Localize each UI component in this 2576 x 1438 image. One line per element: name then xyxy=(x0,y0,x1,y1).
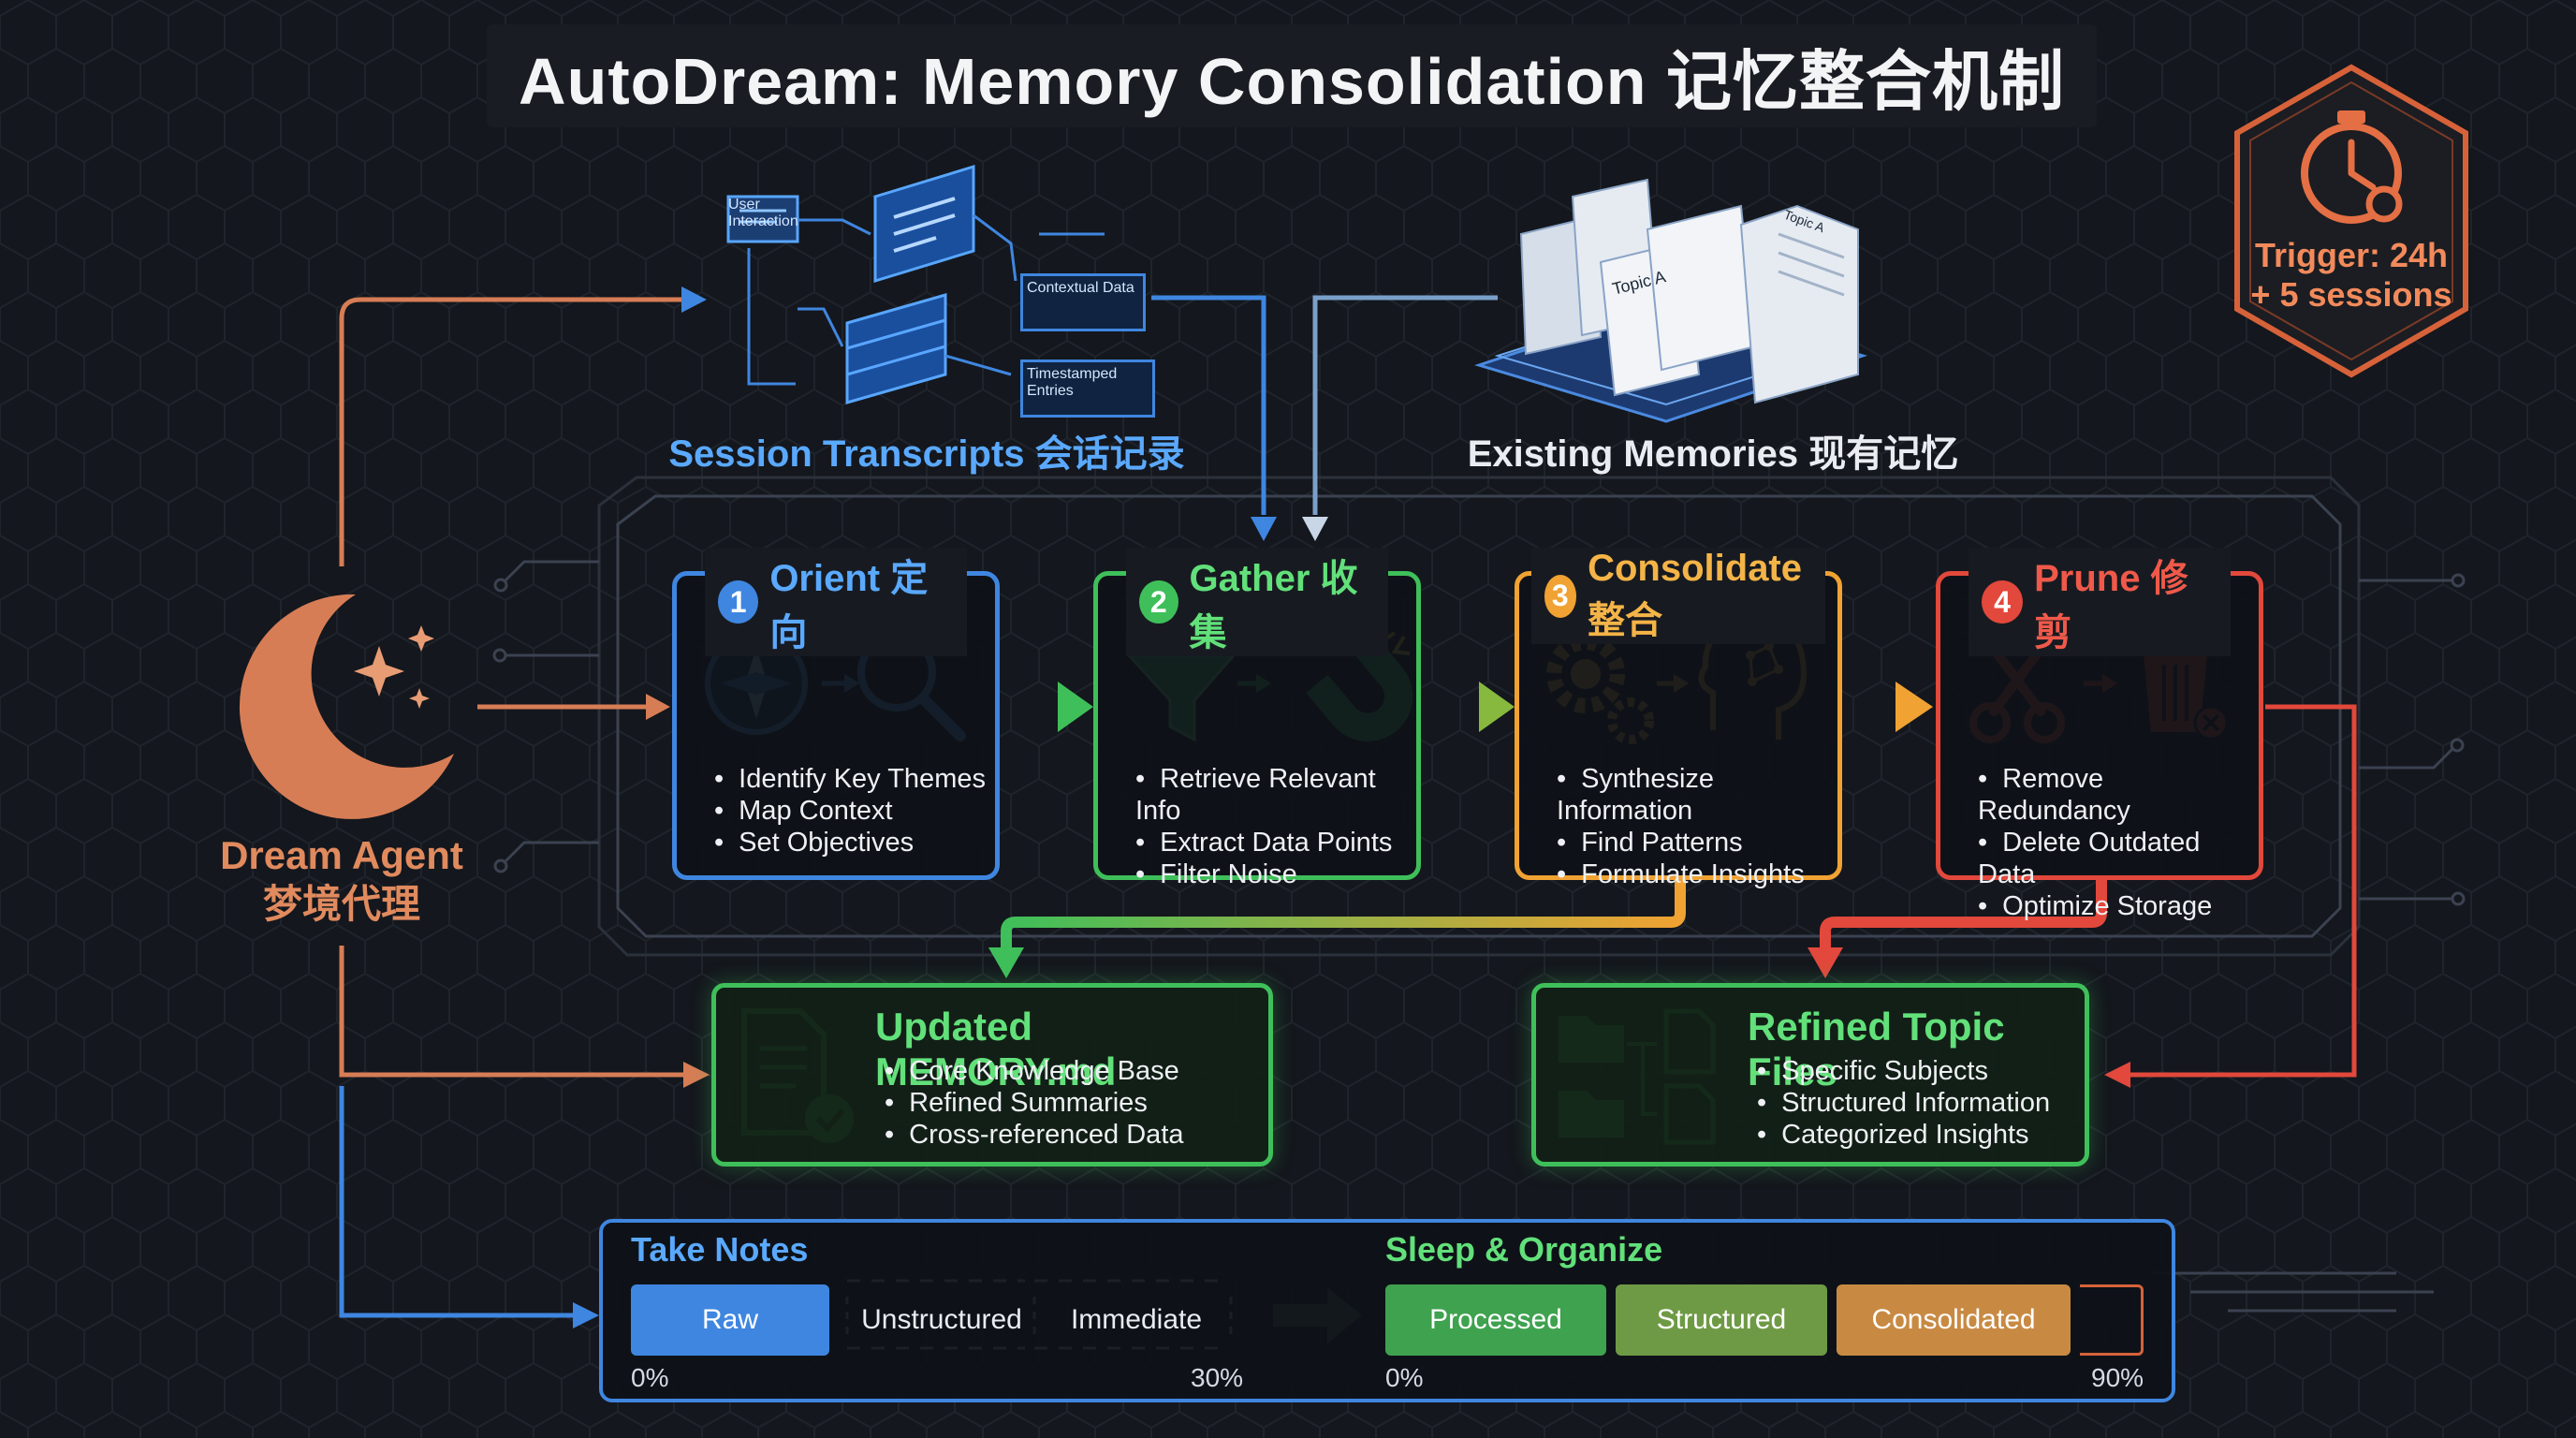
bullet: Map Context xyxy=(714,795,986,827)
organize-end-percent: 90% xyxy=(2091,1363,2144,1392)
segment-processed: Processed xyxy=(1385,1284,1606,1356)
trigger-label: Trigger: 24h + 5 sessions xyxy=(2239,236,2464,315)
session-transcripts-label: Session Transcripts 会话记录 xyxy=(668,433,1185,475)
segment-consolidated: Consolidated xyxy=(1837,1284,2071,1356)
title-bar: AutoDream: Memory Consolidation 记忆整合机制 xyxy=(487,24,2097,127)
bullet: Set Objectives xyxy=(714,827,986,858)
bullet: Delete Outdated Data xyxy=(1978,827,2259,890)
bullet: Structured Information xyxy=(1757,1087,2050,1119)
stage-title-orient: Orient 定向 xyxy=(769,558,929,653)
bullet: Refined Summaries xyxy=(885,1087,1184,1119)
agent-line2: 梦境代理 xyxy=(262,882,420,926)
segment-structured: Structured xyxy=(1616,1284,1827,1356)
notes-end-percent: 30% xyxy=(1191,1363,1244,1392)
stage-number-2: 2 xyxy=(1139,580,1178,624)
bullet: Find Patterns xyxy=(1557,827,1837,858)
segment-immediate: Immediate xyxy=(1070,1304,1203,1335)
bullet: Core Knowledge Base xyxy=(885,1055,1184,1087)
segment-unstructured: Unstructured xyxy=(861,1304,1022,1335)
tag-user-interaction: User Interaction xyxy=(728,197,798,229)
page-title: AutoDream: Memory Consolidation 记忆整合机制 xyxy=(519,44,2065,118)
stage-prune: 4 Prune 修剪 Remove Redundancy Delete Outd… xyxy=(1936,548,2263,921)
segment-raw: Raw xyxy=(631,1284,829,1356)
bullet: Synthesize Information xyxy=(1557,763,1837,827)
memories-folder-icons xyxy=(1474,178,1867,423)
output-topic-files: Refined Topic Files Specific Subjects St… xyxy=(1531,983,2089,1167)
progress-panel: Take Notes Raw Unstructured Immediate 0%… xyxy=(599,1219,2175,1402)
moon-icon xyxy=(239,594,454,819)
bullet: Filter Noise xyxy=(1135,858,1416,890)
stage-title-gather: Gather 收集 xyxy=(1189,558,1358,653)
trigger-line1: Trigger: 24h xyxy=(2254,236,2449,274)
bullet: Formulate Insights xyxy=(1557,858,1837,890)
stage-number-4: 4 xyxy=(1982,580,2024,624)
bullet: Categorized Insights xyxy=(1757,1119,2050,1151)
segment-remaining xyxy=(2080,1284,2144,1356)
bullet: Optimize Storage xyxy=(1978,890,2259,922)
output-memory-md: Updated MEMORY.md Core Knowledge Base Re… xyxy=(711,983,1273,1167)
agent-line1: Dream Agent xyxy=(220,833,463,877)
sleep-organize-label: Sleep & Organize xyxy=(1385,1230,1663,1269)
stage-gather: 2 Gather 收集 Retrieve Relevant Info Extra… xyxy=(1093,548,1421,889)
tag-timestamped-entries: Timestamped Entries xyxy=(1020,360,1155,418)
take-notes-label: Take Notes xyxy=(631,1230,809,1269)
stage-orient: 1 Orient 定向 Identify Key Themes Map Cont… xyxy=(672,548,1000,880)
bullet: Cross-referenced Data xyxy=(885,1119,1183,1151)
stage-number-1: 1 xyxy=(718,580,759,624)
bullet: Retrieve Relevant Info xyxy=(1135,763,1416,827)
stage-consolidate: 3 Consolidate 整合 Synthesize Information … xyxy=(1515,548,1842,889)
stage-title-prune: Prune 修剪 xyxy=(2034,558,2188,653)
bullet: Identify Key Themes xyxy=(714,763,986,795)
existing-memories-label: Existing Memories 现有记忆 xyxy=(1467,433,1959,475)
dream-agent-label: Dream Agent 梦境代理 xyxy=(197,831,487,929)
trigger-line2: + 5 sessions xyxy=(2250,275,2452,314)
transcripts-server-icons xyxy=(726,164,1105,404)
trigger-hexagon xyxy=(2234,64,2468,378)
tag-contextual-data: Contextual Data xyxy=(1020,273,1146,331)
stage-title-consolidate: Consolidate 整合 xyxy=(1588,548,1802,641)
notes-start-percent: 0% xyxy=(631,1363,669,1392)
bullet: Specific Subjects xyxy=(1757,1055,2050,1087)
bullet: Extract Data Points xyxy=(1135,827,1416,858)
organize-start-percent: 0% xyxy=(1385,1363,1424,1392)
bullet: Remove Redundancy xyxy=(1978,763,2259,827)
stage-number-3: 3 xyxy=(1544,574,1577,618)
